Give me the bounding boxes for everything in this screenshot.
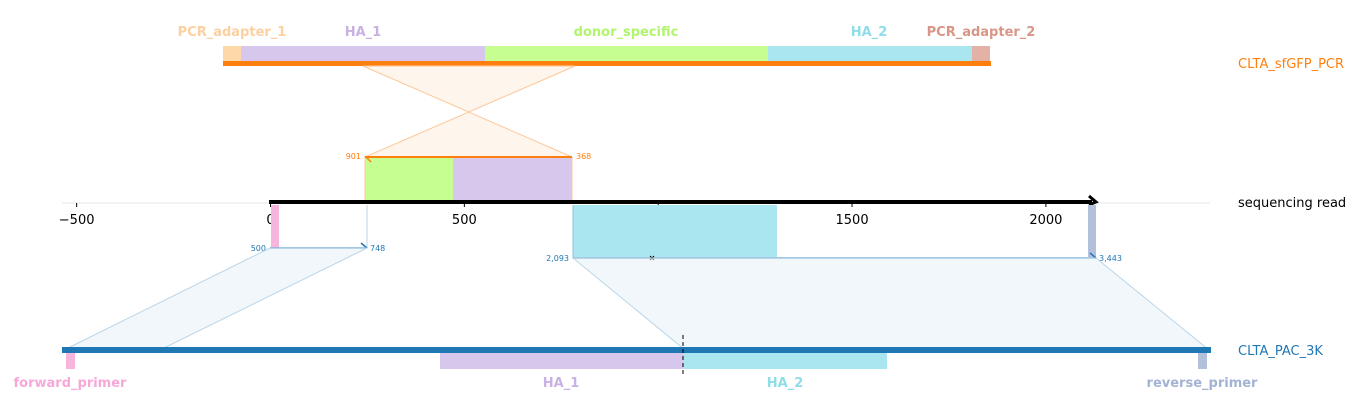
read-donor-segment: 901 368 xyxy=(346,152,591,203)
ref-coord-2-start: 2,093 xyxy=(546,254,569,263)
donor-label-pcr-adapter-1: PCR_adapter_1 xyxy=(178,25,287,40)
ref-alignment-2-arrowhead xyxy=(1089,252,1097,259)
read-block-ha-2 xyxy=(573,205,777,257)
axis-tick-label: 500 xyxy=(452,213,477,228)
read-block-forward-primer xyxy=(271,205,279,248)
axis-tick-label: 2000 xyxy=(1029,213,1062,228)
donor-label-pcr-adapter-2: PCR_adapter_2 xyxy=(927,25,1036,40)
read-donor-arrowhead xyxy=(364,156,372,163)
read-axis: −5000500100015002000 sequencing read xyxy=(59,194,1346,228)
read-track-name: sequencing read xyxy=(1238,196,1346,211)
reference-track: forward_primer HA_1 HA_2 reverse_primer … xyxy=(14,335,1323,391)
donor-feature-ha-1 xyxy=(241,46,485,62)
read-to-ref-projection-2 xyxy=(571,257,1211,351)
axis-tick-label: 1500 xyxy=(836,213,869,228)
ref-label-ha-1: HA_1 xyxy=(543,376,580,391)
ref-feature-forward-primer xyxy=(66,352,75,369)
ref-coord-2-end: 3,443 xyxy=(1099,254,1122,263)
axis-tick-label: −500 xyxy=(59,213,95,228)
ref-feature-ha-2 xyxy=(683,352,887,369)
ref-feature-ha-1 xyxy=(440,352,683,369)
donor-feature-ha-2 xyxy=(768,46,972,62)
read-to-ref-projection-1 xyxy=(63,247,368,351)
read-arrowhead xyxy=(1088,194,1099,207)
donor-to-read-projection xyxy=(362,65,576,158)
axis-tick-label: 0 xyxy=(266,213,274,228)
ref-coord-1-start: 500 xyxy=(251,244,266,253)
donor-feature-pcr-adapter-2 xyxy=(972,46,990,62)
donor-label-ha-1: HA_1 xyxy=(345,25,382,40)
reference-track-name: CLTA_PAC_3K xyxy=(1238,344,1323,359)
donor-coord-start: 901 xyxy=(346,152,361,161)
read-donor-block-donor-specific xyxy=(365,157,453,203)
read-ref-segments: 500 748 2,093 3,443 xyxy=(251,205,1122,263)
ref-label-reverse-primer: reverse_primer xyxy=(1147,376,1259,391)
donor-coord-end: 368 xyxy=(576,152,591,161)
ref-alignment-1-arrowhead xyxy=(360,242,368,249)
ref-label-ha-2: HA_2 xyxy=(767,376,804,391)
read-block-reverse-primer xyxy=(1088,205,1096,257)
axis-ticks: −5000500100015002000 xyxy=(59,203,1062,228)
ref-coord-1-end: 748 xyxy=(370,244,385,253)
donor-label-donor-specific: donor_specific xyxy=(574,25,679,40)
donor-feature-pcr-adapter-1 xyxy=(223,46,241,62)
donor-feature-donor-specific xyxy=(485,46,768,62)
donor-backbone xyxy=(223,61,991,66)
donor-label-ha-2: HA_2 xyxy=(851,25,888,40)
ref-label-forward-primer: forward_primer xyxy=(14,376,128,391)
donor-track: PCR_adapter_1 HA_1 donor_specific HA_2 P… xyxy=(178,25,1344,72)
donor-track-name: CLTA_sfGFP_PCR xyxy=(1238,57,1344,72)
ref-backbone xyxy=(62,347,1211,353)
ref-feature-reverse-primer xyxy=(1198,352,1207,369)
read-donor-block-ha-1 xyxy=(453,157,572,203)
